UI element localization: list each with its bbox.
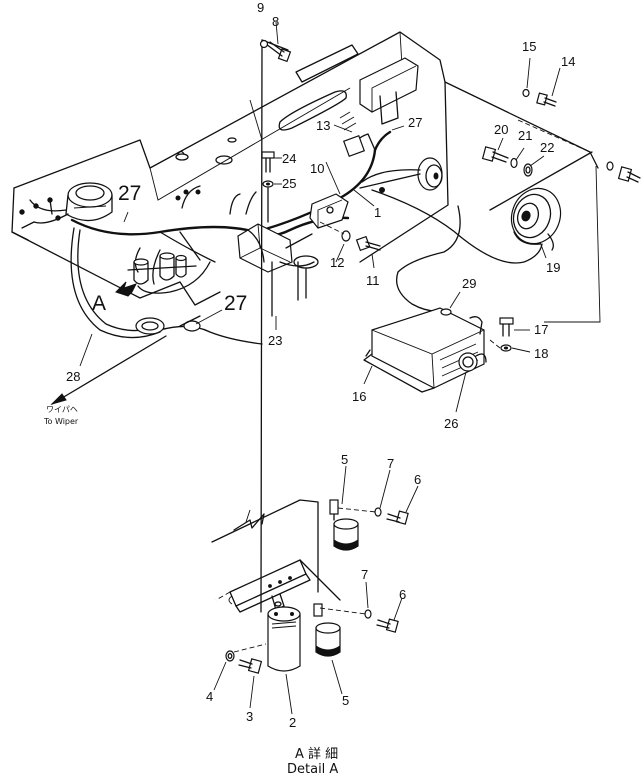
wiper-note-jp: ワイパヘ xyxy=(46,405,78,414)
dash-upper xyxy=(337,507,377,513)
capacitor-5-upper xyxy=(329,499,359,551)
washer-7-upper xyxy=(374,507,382,517)
callout-9: 9 xyxy=(257,0,264,15)
callout-26: 26 xyxy=(444,416,458,431)
capacitor-2 xyxy=(267,606,301,672)
dash-lower xyxy=(319,607,367,615)
washer-15 xyxy=(522,88,530,98)
callout-5-lower: 5 xyxy=(342,693,349,708)
callout-17: 17 xyxy=(534,322,548,337)
callout-10: 10 xyxy=(310,161,324,176)
callout-19: 19 xyxy=(546,260,560,275)
callout-28: 28 xyxy=(66,369,80,384)
bolt-3 xyxy=(238,658,263,674)
view-marker-a: A xyxy=(92,292,106,315)
callout-6-lower: 6 xyxy=(399,587,406,602)
detail-caption-en: Detail A xyxy=(287,762,338,776)
callout-5-upper: 5 xyxy=(341,452,348,467)
callout-23: 23 xyxy=(268,333,282,348)
callout-27-lower: 27 xyxy=(224,292,247,315)
callout-27-left: 27 xyxy=(118,182,141,205)
callout-7-upper: 7 xyxy=(387,456,394,471)
washer-12 xyxy=(341,230,351,242)
bolt-24 xyxy=(261,151,280,173)
washer-4 xyxy=(225,650,235,662)
washer-18 xyxy=(500,344,512,352)
plate-hatching xyxy=(339,111,357,131)
callout-2: 2 xyxy=(289,715,296,730)
callout-18: 18 xyxy=(534,346,548,361)
callout-12: 12 xyxy=(330,255,344,270)
connector-23 xyxy=(237,223,319,317)
bolt-20 xyxy=(481,146,509,163)
callout-3: 3 xyxy=(246,709,253,724)
speaker-unit xyxy=(359,157,443,191)
leaders-main xyxy=(79,21,561,413)
callout-21: 21 xyxy=(518,128,532,143)
callout-11: 11 xyxy=(366,273,380,288)
callout-7-lower: 7 xyxy=(361,567,368,582)
frame-plate xyxy=(11,31,449,306)
washer-22 xyxy=(523,163,533,177)
bolt-right xyxy=(606,161,641,183)
callout-27-right: 27 xyxy=(408,115,422,130)
callout-8: 8 xyxy=(272,14,279,29)
view-arrow-a xyxy=(115,281,137,297)
callout-24: 24 xyxy=(282,151,296,166)
wiper-cable-28 xyxy=(70,227,263,345)
grommet-29 xyxy=(440,308,483,335)
callout-4: 4 xyxy=(206,689,213,704)
callout-16: 16 xyxy=(352,389,366,404)
meter-assembly xyxy=(19,182,113,229)
switch-10 xyxy=(309,193,349,229)
dash-2 xyxy=(233,643,267,653)
bolt-6-upper xyxy=(386,510,409,525)
bolt-11 xyxy=(355,235,381,252)
bolt-17 xyxy=(499,317,514,337)
callout-25: 25 xyxy=(282,176,296,191)
callout-14: 14 xyxy=(561,54,575,69)
detail-a-bracket xyxy=(211,499,341,613)
callout-20: 20 xyxy=(494,122,508,137)
wiring-harness xyxy=(70,130,392,294)
control-box-16 xyxy=(363,307,485,393)
washer-21 xyxy=(510,157,518,169)
wiper-note-en: To Wiper xyxy=(43,417,79,426)
washer-7-lower xyxy=(364,609,372,619)
horn-cables xyxy=(371,187,543,312)
callout-13: 13 xyxy=(316,118,330,133)
callout-6-upper: 6 xyxy=(414,472,421,487)
bolt-6-lower xyxy=(376,618,399,633)
horn-19 xyxy=(510,187,562,251)
to-wiper-arrow xyxy=(50,335,167,406)
horn-bracket xyxy=(444,81,601,323)
detail-caption-jp: A 詳 細 xyxy=(295,746,338,762)
leaders-detail xyxy=(213,465,419,715)
callout-22: 22 xyxy=(540,140,554,155)
capacitor-5-lower xyxy=(313,603,341,657)
washer-25 xyxy=(262,180,274,188)
bolt-14 xyxy=(536,92,557,107)
callout-29: 29 xyxy=(462,276,476,291)
callout-15: 15 xyxy=(522,39,536,54)
connector-26 xyxy=(458,352,487,372)
callout-1: 1 xyxy=(374,205,381,220)
washer-9 xyxy=(259,39,269,49)
relay-cluster xyxy=(127,252,197,285)
